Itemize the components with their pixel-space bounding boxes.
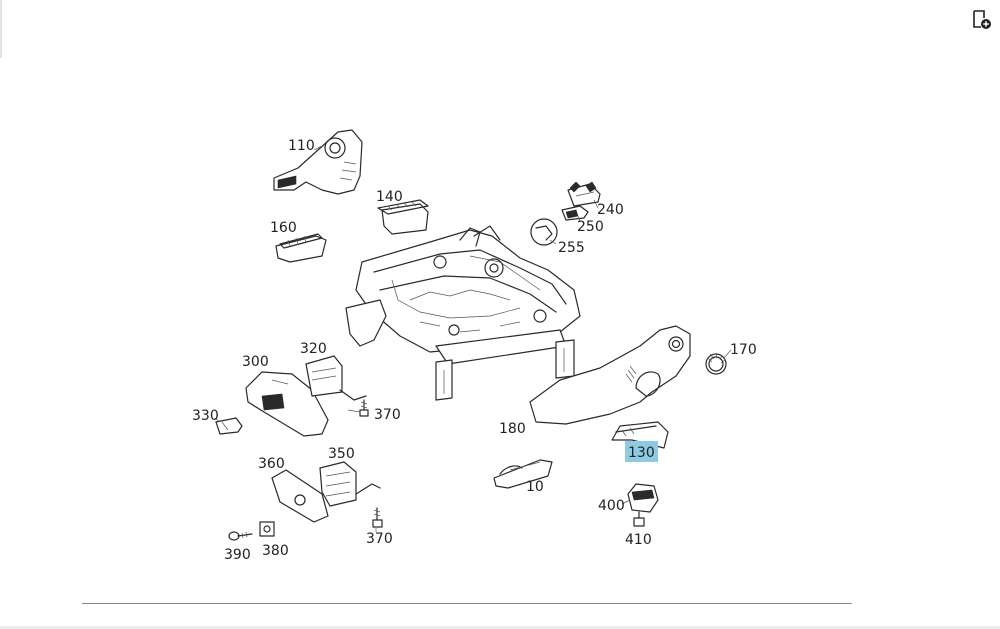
- callout-240[interactable]: 240: [597, 202, 624, 218]
- part-370-upper[interactable]: [359, 399, 369, 417]
- left-panel-edge: [0, 0, 2, 58]
- bottom-bar: [0, 626, 1000, 629]
- part-250[interactable]: [561, 205, 589, 221]
- part-140[interactable]: [377, 199, 429, 235]
- part-170[interactable]: [705, 352, 727, 375]
- callout-380[interactable]: 380: [262, 543, 289, 559]
- callout-130-highlight: [625, 441, 658, 462]
- callout-390[interactable]: 390: [224, 547, 251, 563]
- part-350[interactable]: [319, 461, 381, 507]
- leader-lines: [214, 199, 732, 532]
- part-10[interactable]: [493, 459, 553, 489]
- part-330[interactable]: [215, 417, 243, 435]
- callout-410[interactable]: 410: [625, 532, 652, 548]
- callout-170[interactable]: 170: [730, 342, 757, 358]
- callout-10[interactable]: 10: [526, 479, 544, 495]
- callout-370-upper[interactable]: 370: [374, 407, 401, 423]
- callout-300[interactable]: 300: [242, 354, 269, 370]
- callout-110[interactable]: 110: [288, 138, 315, 154]
- part-110[interactable]: [273, 129, 363, 195]
- part-360[interactable]: [271, 469, 329, 523]
- part-180[interactable]: [529, 325, 691, 425]
- callout-labels: 110 140 160 240 250 255 170 180 130 10 4…: [192, 138, 757, 563]
- callout-370-lower[interactable]: 370: [366, 531, 393, 547]
- part-380[interactable]: [259, 521, 275, 537]
- callout-250[interactable]: 250: [577, 219, 604, 235]
- part-400[interactable]: [627, 483, 659, 513]
- document-add-button[interactable]: [968, 6, 994, 32]
- callout-330[interactable]: 330: [192, 408, 219, 424]
- part-255[interactable]: [530, 218, 558, 246]
- callout-360[interactable]: 360: [258, 456, 285, 472]
- callout-255[interactable]: 255: [558, 240, 585, 256]
- part-300[interactable]: [245, 371, 329, 437]
- part-410[interactable]: [633, 511, 645, 527]
- part-370-lower[interactable]: [372, 507, 383, 528]
- seat-frame[interactable]: [345, 225, 581, 401]
- callout-140[interactable]: 140: [376, 189, 403, 205]
- callout-180[interactable]: 180: [499, 421, 526, 437]
- callout-350[interactable]: 350: [328, 446, 355, 462]
- callout-130[interactable]: 130: [628, 445, 655, 461]
- callout-320[interactable]: 320: [300, 341, 327, 357]
- part-240[interactable]: [567, 181, 601, 207]
- bottom-divider: [82, 603, 852, 604]
- part-160[interactable]: [275, 233, 327, 263]
- part-320[interactable]: [305, 355, 367, 401]
- callout-160[interactable]: 160: [270, 220, 297, 236]
- callout-400[interactable]: 400: [598, 498, 625, 514]
- part-390[interactable]: [228, 531, 253, 541]
- document-add-icon: [973, 10, 991, 29]
